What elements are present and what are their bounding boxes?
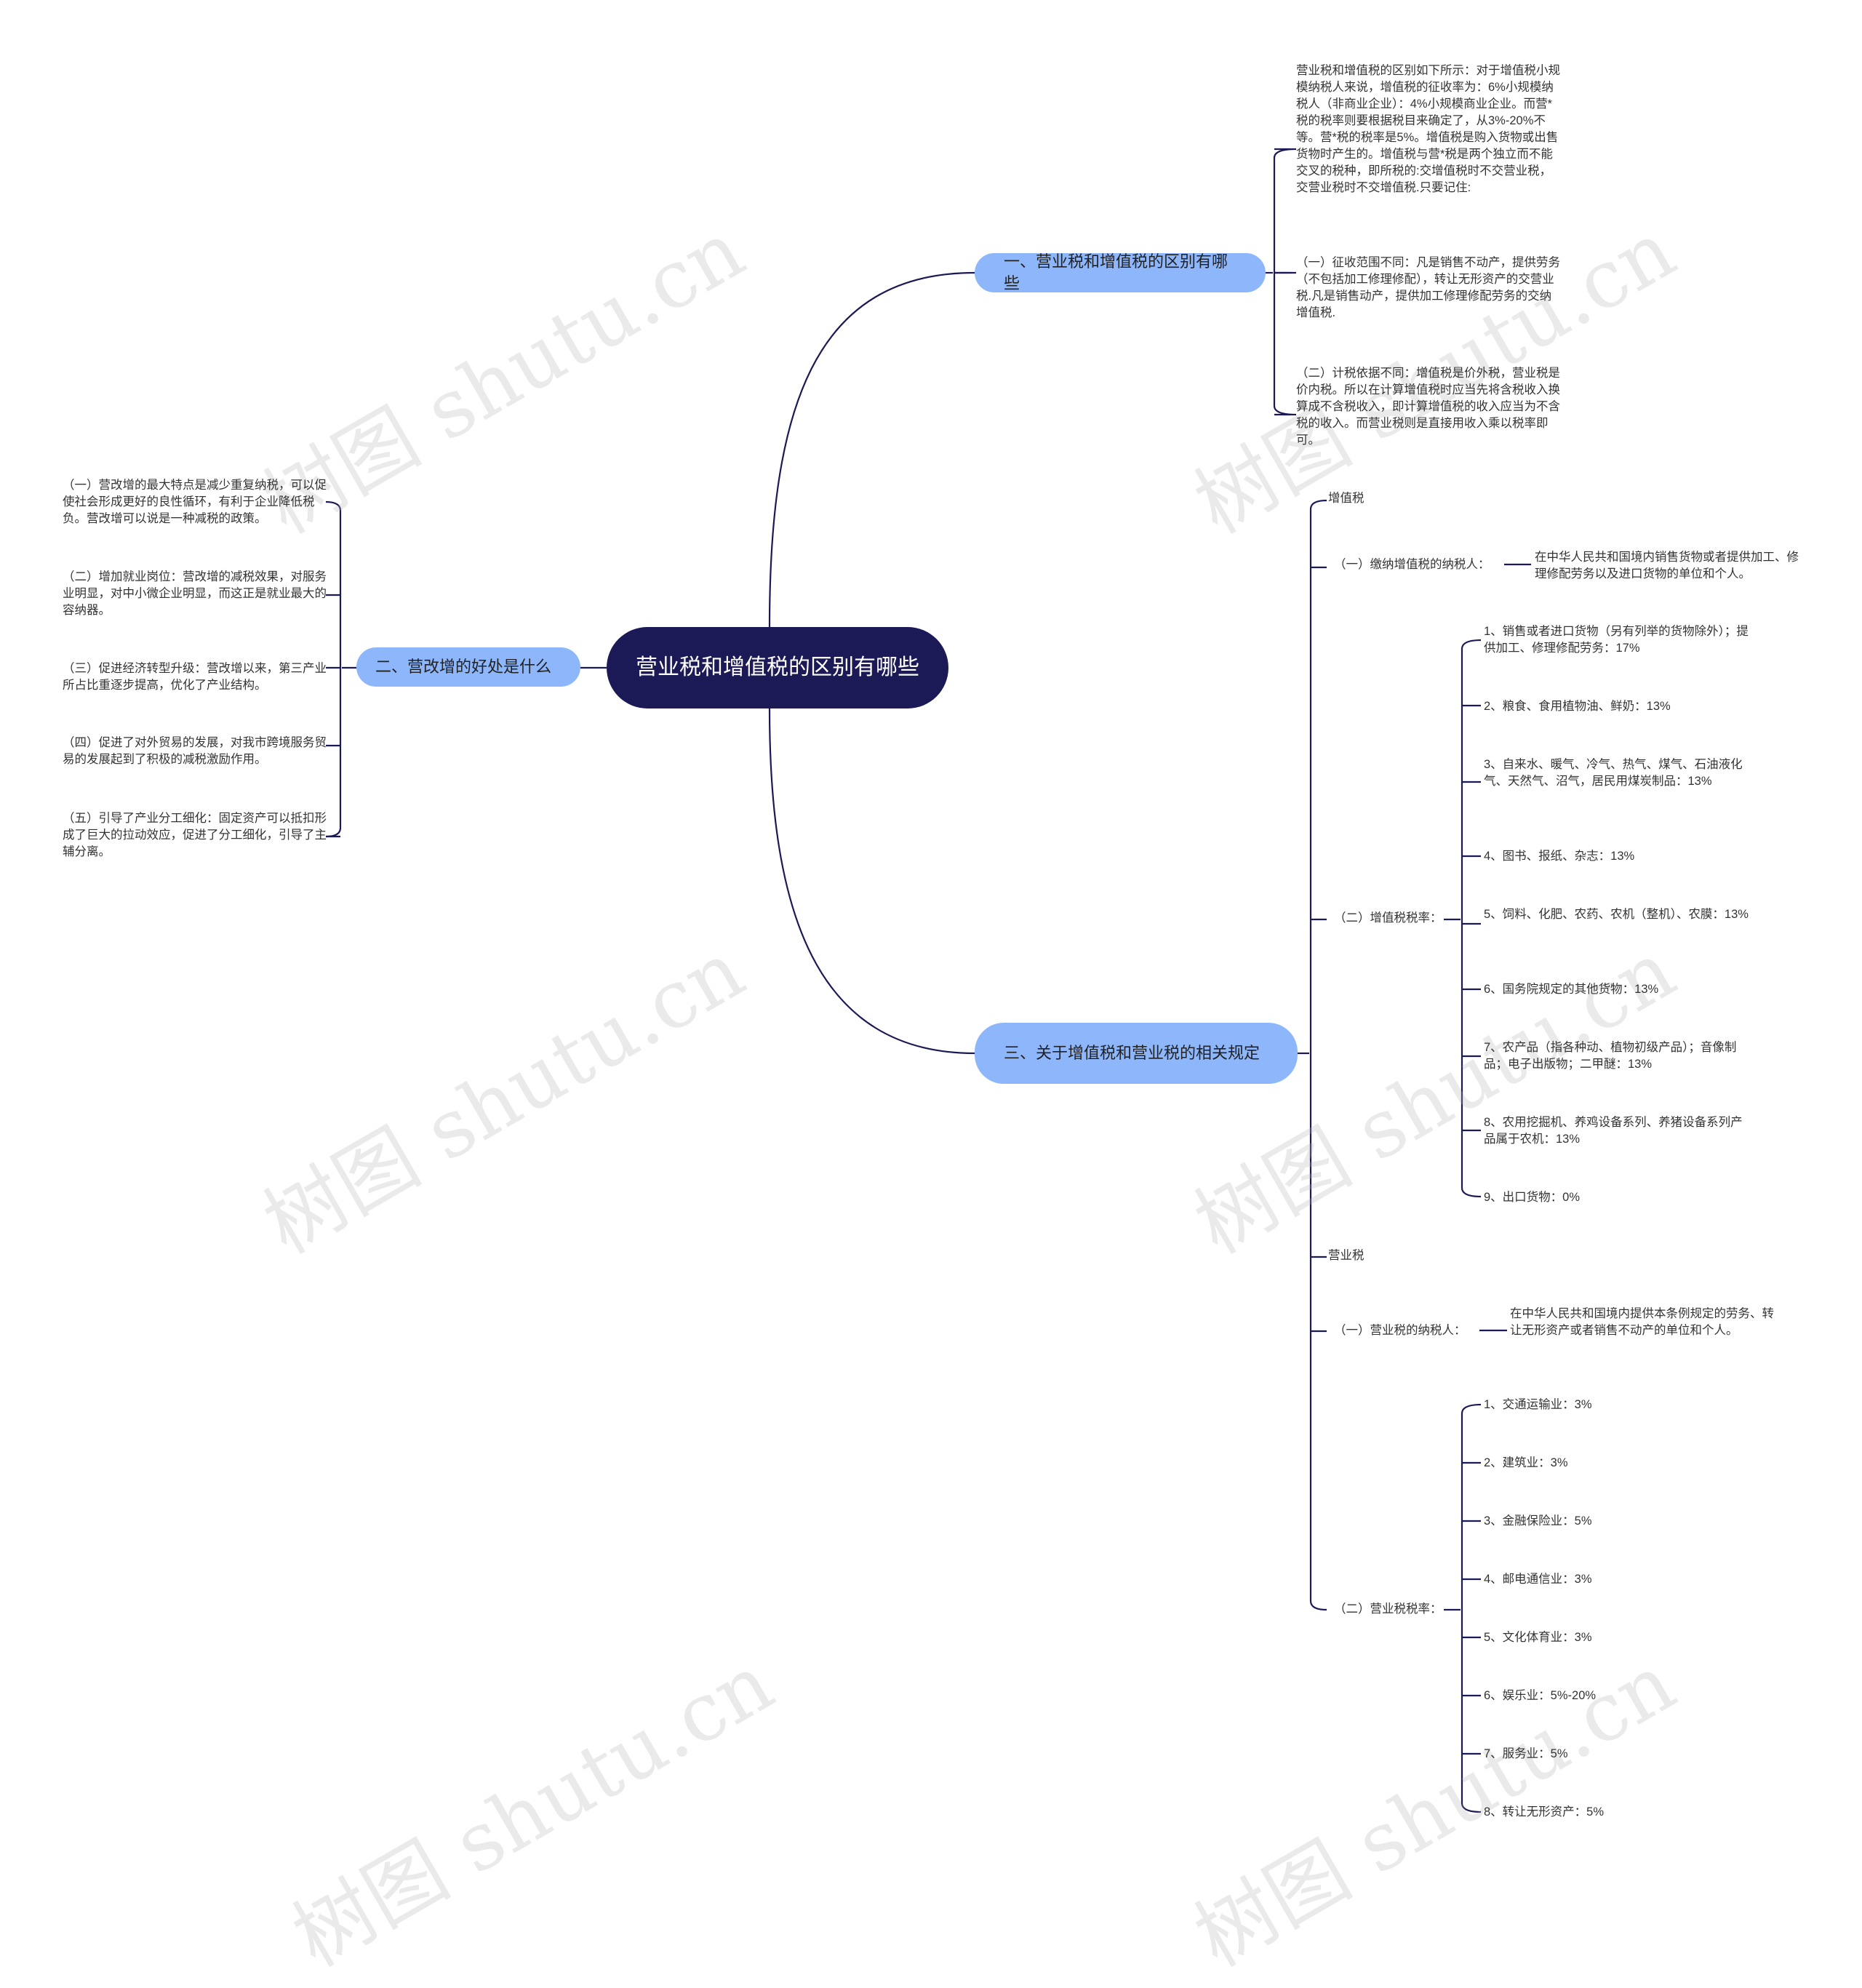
vat-payer-text: 在中华人民共和国境内销售货物或者提供加工、修理修配劳务以及进口货物的单位和个人。 — [1535, 551, 1799, 580]
vat-label: 增值税 — [1328, 492, 1364, 505]
branch-benefits-bracket — [325, 500, 342, 838]
benefit-item: （二）增加就业岗位：营改增的减税效果，对服务业明显，对中小微企业明显，而这正是就… — [63, 570, 327, 617]
difference-basis: （二）计税依据不同：增值税是价外税，营业税是价内税。所以在计算增值税时应当先将含… — [1296, 367, 1560, 447]
biz-payer-label: （一）营业税的纳税人： — [1334, 1324, 1466, 1337]
biz-label: 营业税 — [1328, 1249, 1364, 1262]
vat-rate-item: 8、农用挖掘机、养鸡设备系列、养猪设备系列产品属于农机：13% — [1484, 1116, 1743, 1146]
benefit-item: （四）促进了对外贸易的发展，对我市跨境服务贸易的发展起到了积极的减税激励作用。 — [63, 736, 327, 766]
vat-rate-label: （二）增值税税率： — [1334, 911, 1442, 925]
biz-rate-bracket — [1461, 1403, 1482, 1813]
biz-rate-item: 7、服务业：5% — [1484, 1747, 1568, 1760]
vat-rate-item: 3、自来水、暖气、冷气、热气、煤气、石油液化气、天然气、沼气，居民用煤炭制品：1… — [1484, 758, 1743, 788]
difference-scope: （一）征收范围不同：凡是销售不动产，提供劳务（不包括加工修理修配），转让无形资产… — [1296, 256, 1560, 319]
branch-regulations-bracket — [1309, 499, 1327, 1611]
vat-payer-label: （一）缴纳增值税的纳税人： — [1334, 558, 1490, 571]
biz-rate-item: 5、文化体育业：3% — [1484, 1631, 1592, 1644]
branch-difference-bracket — [1273, 148, 1297, 416]
vat-rate-item: 1、销售或者进口货物（另有列举的货物除外）；提供加工、修理修配劳务：17% — [1484, 625, 1749, 655]
biz-rate-item: 6、娱乐业：5%-20% — [1484, 1689, 1597, 1702]
vat-rate-item: 2、粮食、食用植物油、鲜奶：13% — [1484, 700, 1671, 713]
biz-rate-label: （二）营业税税率： — [1334, 1602, 1442, 1616]
biz-rate-item: 8、转让无形资产：5% — [1484, 1805, 1605, 1819]
benefit-item: （一）营改增的最大特点是减少重复纳税，可以促使社会形成更好的良性循环，有利于企业… — [63, 479, 327, 525]
biz-rate-item: 1、交通运输业：3% — [1484, 1398, 1592, 1411]
biz-rate-item: 4、邮电通信业：3% — [1484, 1573, 1592, 1586]
biz-payer-text: 在中华人民共和国境内提供本条例规定的劳务、转让无形资产或者销售不动产的单位和个人… — [1510, 1307, 1774, 1337]
root-topic[interactable]: 营业税和增值税的区别有哪些 — [607, 627, 948, 708]
benefit-item: （五）引导了产业分工细化：固定资产可以抵扣形成了巨大的拉动效应，促进了分工细化，… — [63, 812, 327, 858]
biz-rate-item: 2、建筑业：3% — [1484, 1456, 1568, 1469]
benefit-item: （三）促进经济转型升级：营改增以来，第三产业所占比重逐步提高，优化了产业结构。 — [63, 662, 327, 692]
branch-regulations[interactable]: 三、关于增值税和营业税的相关规定 — [975, 1023, 1298, 1084]
difference-intro: 营业税和增值税的区别如下所示：对于增值税小规模纳税人来说，增值税的征收率为：6%… — [1296, 64, 1560, 194]
biz-rate-item: 3、金融保险业：5% — [1484, 1514, 1592, 1528]
vat-rate-item: 9、出口货物：0% — [1484, 1191, 1581, 1204]
branch-benefits[interactable]: 二、营改增的好处是什么 — [356, 647, 580, 687]
vat-rate-bracket — [1461, 639, 1482, 1198]
branch-difference[interactable]: 一、营业税和增值税的区别有哪些 — [975, 252, 1266, 292]
vat-rate-item: 5、饲料、化肥、农药、农机（整机）、农膜：13% — [1484, 908, 1749, 921]
vat-rate-item: 6、国务院规定的其他货物：13% — [1484, 983, 1659, 996]
root-to-branch-difference — [768, 271, 975, 628]
root-to-branch-regulations — [768, 708, 975, 1055]
vat-rate-item: 7、农产品（指各种动、植物初级产品）；音像制品；电子出版物；二甲醚：13% — [1484, 1041, 1737, 1071]
connector-lines — [325, 148, 1531, 1813]
vat-rate-item: 4、图书、报纸、杂志：13% — [1484, 850, 1635, 863]
